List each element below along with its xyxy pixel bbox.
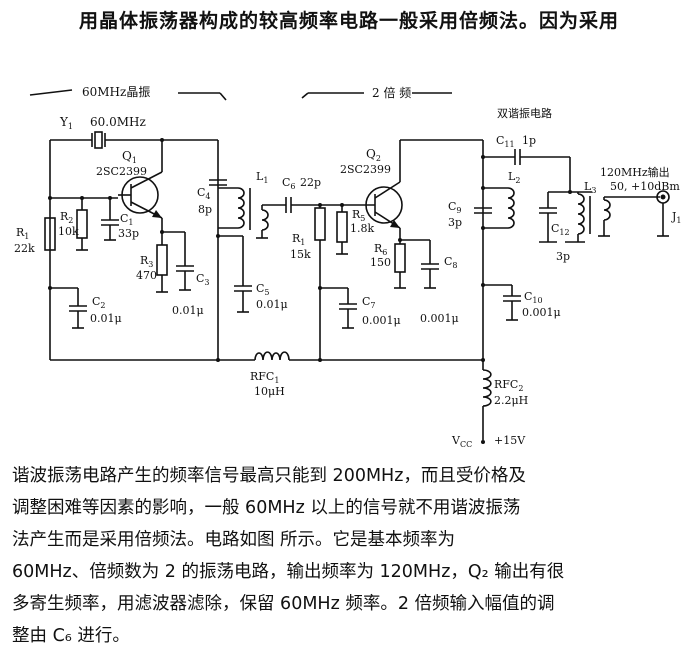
svg-text:0.01μ: 0.01μ bbox=[256, 298, 288, 311]
svg-text:J1: J1 bbox=[671, 210, 682, 225]
resistor-r3-470: R3 470 bbox=[136, 232, 168, 293]
svg-text:0.01μ: 0.01μ bbox=[90, 312, 122, 325]
svg-text:470: 470 bbox=[136, 269, 157, 282]
body-paragraph: 谐波振荡电路产生的频率信号最高只能到 200MHz，而且受价格及 调整困难等因素… bbox=[12, 460, 686, 652]
svg-text:+15V: +15V bbox=[494, 434, 526, 447]
svg-text:C5: C5 bbox=[256, 282, 270, 297]
svg-text:60MHz晶振: 60MHz晶振 bbox=[82, 85, 150, 99]
svg-text:R3: R3 bbox=[140, 254, 153, 269]
supply-vcc: VCC +15V bbox=[451, 434, 526, 449]
inductor-l1: L1 bbox=[218, 170, 269, 239]
svg-text:R1: R1 bbox=[16, 226, 29, 241]
svg-text:150: 150 bbox=[370, 256, 391, 269]
capacitor-c4-8p: C4 8p bbox=[197, 179, 227, 216]
svg-text:C9: C9 bbox=[448, 200, 462, 215]
svg-text:C3: C3 bbox=[196, 272, 210, 287]
svg-text:R1: R1 bbox=[292, 232, 305, 247]
resistor-r1-15k: R1 15k bbox=[290, 205, 326, 360]
paragraph-line-4: 60MHz、倍频数为 2 的振荡电路，输出频率为 120MHz，Q₂ 输出有很 bbox=[12, 562, 565, 582]
svg-text:R6: R6 bbox=[374, 242, 387, 257]
output-coupling-coil bbox=[598, 196, 660, 237]
svg-text:Y1: Y1 bbox=[59, 115, 73, 131]
svg-text:L1: L1 bbox=[256, 170, 268, 185]
svg-text:2SC2399: 2SC2399 bbox=[96, 165, 147, 178]
output-label: 120MHz输出 bbox=[600, 165, 670, 179]
svg-text:C11: C11 bbox=[496, 134, 515, 149]
resistor-r2-10k: R2 10k bbox=[58, 198, 88, 251]
inductor-rfc2: RFC2 2.2μH bbox=[478, 369, 528, 407]
svg-text:R5: R5 bbox=[352, 208, 365, 223]
svg-text:C12: C12 bbox=[551, 222, 570, 237]
output-level: 50, +10dBm bbox=[610, 180, 680, 193]
junction-dots bbox=[48, 138, 572, 362]
svg-text:10μH: 10μH bbox=[254, 385, 285, 398]
svg-text:C10: C10 bbox=[524, 290, 543, 305]
inductor-l3: L3 bbox=[565, 180, 596, 243]
svg-text:2 倍 频: 2 倍 频 bbox=[372, 85, 411, 100]
capacitor-c6-22p: C6 22p bbox=[262, 176, 345, 213]
resistor-r1-22k: R1 22k bbox=[14, 217, 56, 255]
capacitor-c9-3p: C9 3p bbox=[448, 200, 492, 229]
svg-text:1p: 1p bbox=[522, 134, 536, 147]
svg-text:10k: 10k bbox=[58, 225, 79, 238]
svg-text:22p: 22p bbox=[300, 176, 321, 189]
paragraph-line-2: 调整困难等因素的影响，一般 60MHz 以上的信号就不用谐波振荡 bbox=[12, 498, 521, 518]
svg-text:C8: C8 bbox=[444, 255, 458, 270]
capacitor-c11-1p: C11 1p bbox=[483, 134, 570, 165]
transistor-q1: Q1 2SC2399 bbox=[96, 149, 163, 219]
svg-text:2.2μH: 2.2μH bbox=[494, 394, 528, 407]
svg-text:VCC: VCC bbox=[451, 434, 472, 449]
capacitor-c10-0.001u: C10 0.001μ bbox=[483, 284, 561, 321]
svg-text:Q2: Q2 bbox=[366, 147, 381, 163]
paragraph-line-3: 法产生而是采用倍频法。电路如图 所示。它是基本频率为 bbox=[12, 530, 456, 550]
svg-text:C2: C2 bbox=[92, 295, 106, 310]
svg-text:60.0MHz: 60.0MHz bbox=[90, 115, 146, 129]
svg-text:15k: 15k bbox=[290, 248, 311, 261]
page-heading: 用晶体振荡器构成的较高频率电路一般采用倍频法。因为采用 bbox=[78, 10, 619, 32]
paragraph-line-5: 多寄生频率，用滤波器滤除，保留 60MHz 频率。2 倍频输入幅值的调 bbox=[12, 594, 555, 614]
capacitor-c1-33p: C1 33p bbox=[101, 198, 139, 241]
svg-text:0.001μ: 0.001μ bbox=[522, 306, 561, 319]
output-jack-j1: J1 bbox=[656, 190, 682, 237]
svg-text:3p: 3p bbox=[556, 250, 570, 263]
svg-text:0.01μ: 0.01μ bbox=[172, 304, 204, 317]
svg-text:C7: C7 bbox=[362, 295, 376, 310]
svg-text:2SC2399: 2SC2399 bbox=[340, 163, 391, 176]
resistor-r5-1.8k: R5 1.8k bbox=[336, 205, 374, 255]
svg-text:0.001μ: 0.001μ bbox=[362, 314, 401, 327]
circuit-schematic: 60MHz晶振 2 倍 频 双谐振电路 Y1 60.0MHz R1 22k bbox=[14, 85, 682, 449]
paragraph-line-1: 谐波振荡电路产生的频率信号最高只能到 200MHz，而且受价格及 bbox=[12, 466, 526, 486]
svg-text:8p: 8p bbox=[198, 203, 212, 216]
transistor-q2: Q2 2SC2399 bbox=[340, 147, 403, 229]
svg-text:L2: L2 bbox=[508, 170, 520, 185]
svg-text:C4: C4 bbox=[197, 186, 211, 201]
inductor-l2: L2 bbox=[483, 170, 520, 229]
section-oscillator-header: 60MHz晶振 bbox=[29, 85, 227, 101]
svg-text:RFC1: RFC1 bbox=[250, 370, 279, 385]
svg-text:3p: 3p bbox=[448, 216, 462, 229]
svg-text:Q1: Q1 bbox=[122, 149, 137, 165]
svg-text:L3: L3 bbox=[584, 180, 596, 195]
capacitor-c7-0.001u: C7 0.001μ bbox=[320, 287, 401, 329]
svg-text:C1: C1 bbox=[120, 212, 134, 227]
capacitor-c8-0.001u: C8 0.001μ bbox=[420, 240, 459, 325]
svg-text:22k: 22k bbox=[14, 242, 35, 255]
inductor-rfc1: RFC1 10μH bbox=[250, 351, 290, 398]
capacitor-c12-3p: C12 3p bbox=[539, 192, 570, 263]
svg-text:C6: C6 bbox=[282, 176, 296, 191]
section-doubler-header: 2 倍 频 bbox=[301, 85, 452, 100]
crystal-y1: Y1 60.0MHz bbox=[50, 115, 162, 149]
capacitor-c5-0.01u: C5 0.01μ bbox=[218, 235, 288, 313]
svg-text:33p: 33p bbox=[118, 227, 139, 240]
capacitor-c3-0.01u: C3 0.01μ bbox=[172, 232, 210, 317]
svg-text:RFC2: RFC2 bbox=[494, 378, 523, 393]
section-tank-label: 双谐振电路 bbox=[497, 106, 552, 120]
paragraph-line-6: 整由 C₆ 进行。 bbox=[12, 626, 130, 646]
capacitor-c2-0.01u: C2 0.01μ bbox=[50, 287, 122, 329]
svg-text:1.8k: 1.8k bbox=[350, 222, 374, 235]
svg-text:R2: R2 bbox=[60, 210, 73, 225]
resistor-r6-150: R6 150 bbox=[370, 240, 406, 289]
svg-text:0.001μ: 0.001μ bbox=[420, 312, 459, 325]
